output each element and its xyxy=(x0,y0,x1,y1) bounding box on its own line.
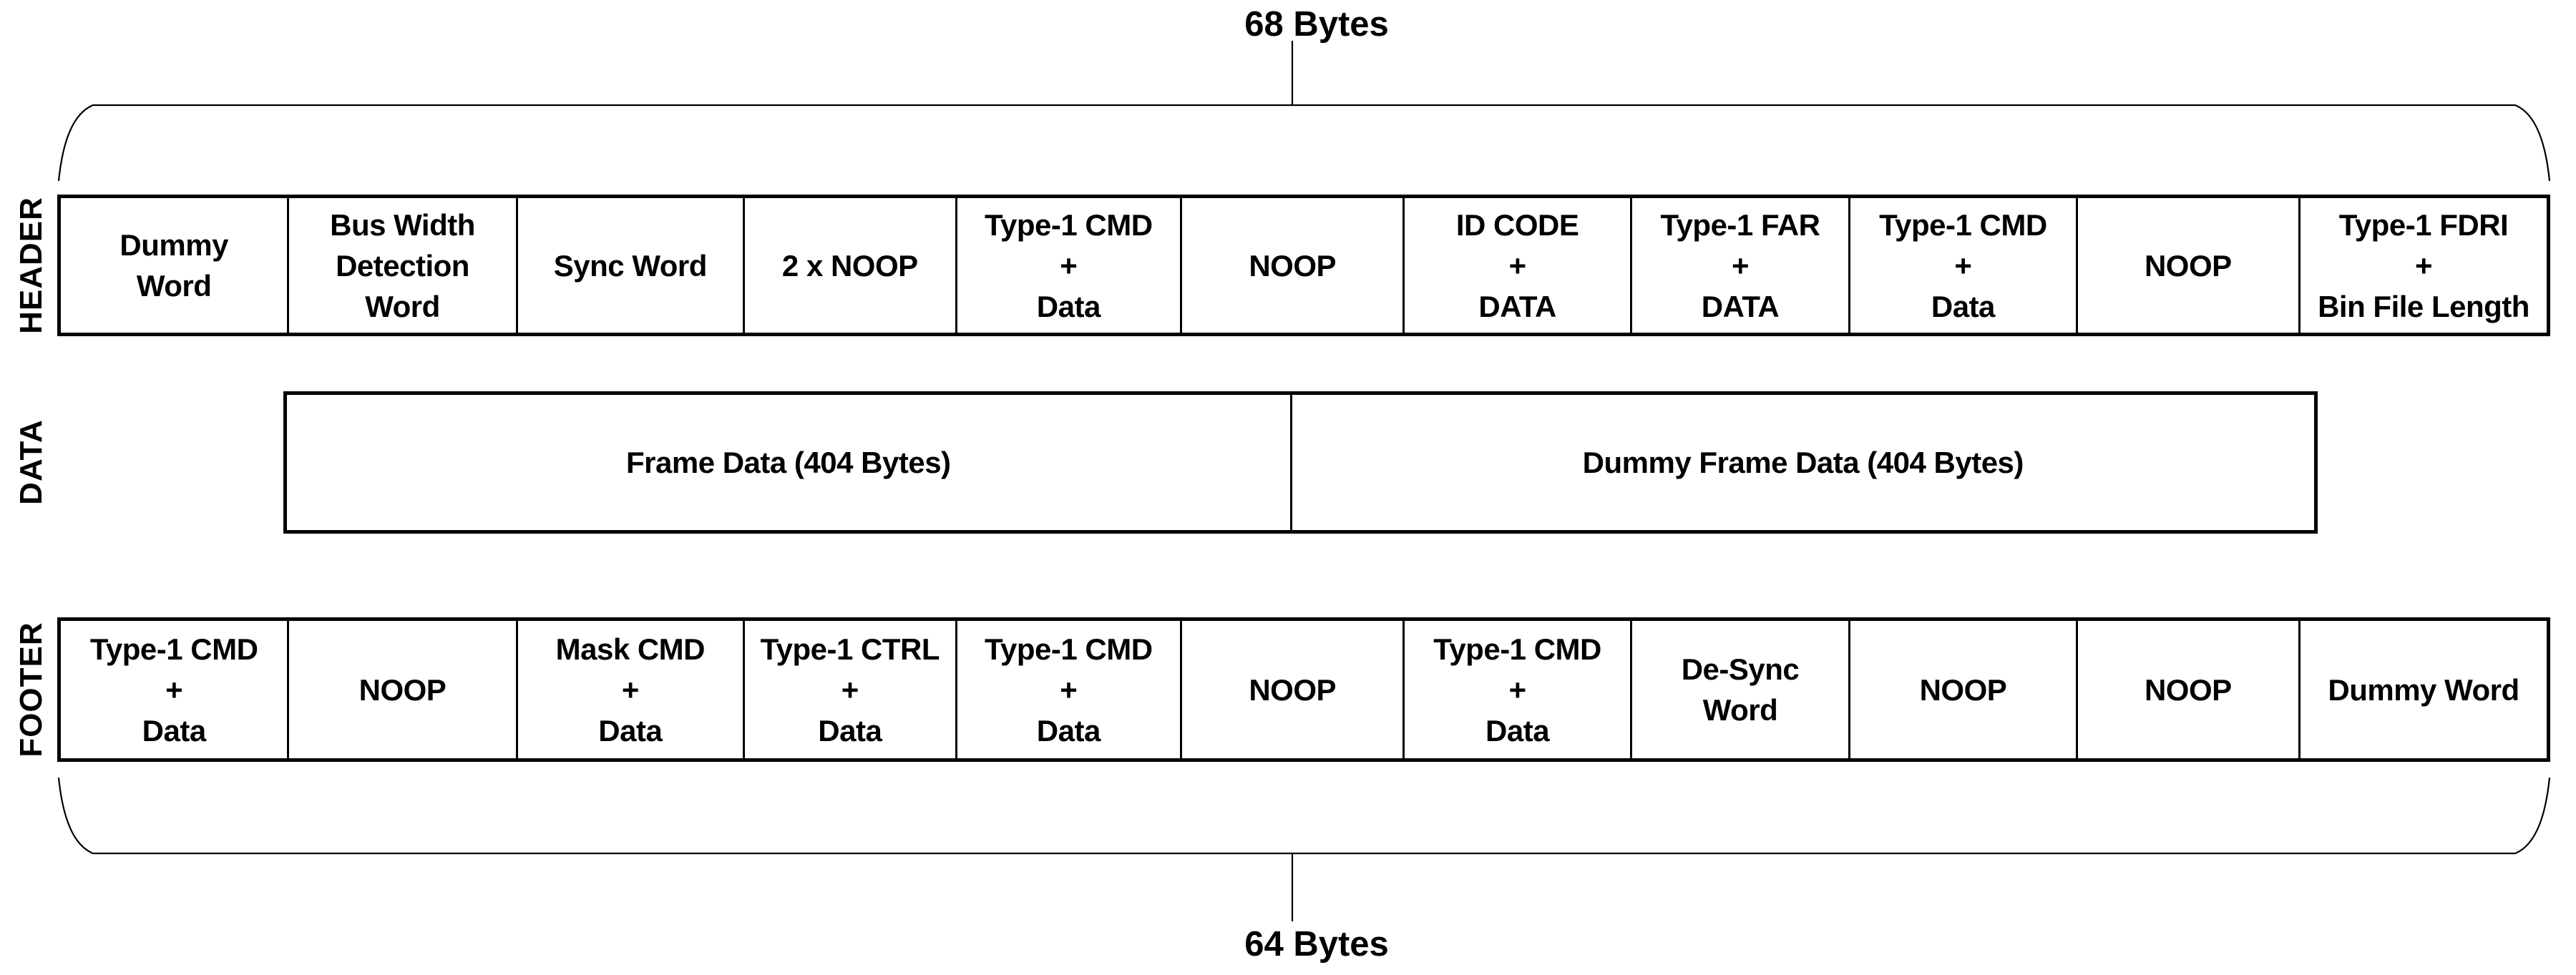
cell-text: + xyxy=(1508,248,1527,283)
cell-text: Bus Width xyxy=(330,207,475,242)
cell-text: De-Sync xyxy=(1681,652,1800,686)
cell-text: Data xyxy=(1036,289,1101,323)
cell-text: Word xyxy=(365,289,440,323)
cell-text: Dummy xyxy=(119,228,228,262)
cell-text: + xyxy=(621,672,640,707)
cell-text: + xyxy=(1060,672,1078,707)
cell-text: DATA xyxy=(1701,289,1780,323)
cell-text: Data xyxy=(1036,713,1101,748)
header-cell: NOOP xyxy=(2075,198,2298,333)
cell-text: Mask CMD xyxy=(555,632,706,666)
header-cell: Type-1 CMD + Data xyxy=(1848,198,2075,333)
footer-cell: Type-1 CMD + Data xyxy=(955,621,1180,758)
footer-cell: Type-1 CTRL + Data xyxy=(743,621,955,758)
cell-text: Type-1 CMD xyxy=(1879,207,2047,242)
header-cell: Sync Word xyxy=(515,198,743,333)
header-cell: 2 x NOOP xyxy=(743,198,955,333)
footer-cell: NOOP xyxy=(287,621,515,758)
cell-text: Data xyxy=(142,713,207,748)
cell-text: Type-1 CMD xyxy=(1433,632,1601,666)
cell-text: + xyxy=(841,672,859,707)
cell-text: Type-1 FAR xyxy=(1660,207,1820,242)
cell-text: NOOP xyxy=(1919,672,2007,707)
cell-text: DATA xyxy=(1478,289,1556,323)
footer-cell: NOOP xyxy=(1179,621,1402,758)
cell-text: + xyxy=(1060,248,1078,283)
cell-text: ID CODE xyxy=(1455,207,1579,242)
cell-text: Bin File Length xyxy=(2318,289,2529,323)
cell-text: Type-1 CMD xyxy=(89,632,258,666)
cell-text: Sync Word xyxy=(553,248,708,283)
footer-cell: Type-1 CMD + Data xyxy=(61,621,287,758)
cell-text: NOOP xyxy=(1249,248,1337,283)
cell-text: + xyxy=(1954,248,1972,283)
footer-cell: Type-1 CMD + Data xyxy=(1402,621,1629,758)
cell-text: Type-1 CTRL xyxy=(760,632,940,666)
header-row-label: HEADER xyxy=(14,197,49,334)
cell-text: + xyxy=(2414,248,2433,283)
footer-cell: NOOP xyxy=(2075,621,2298,758)
cell-text: + xyxy=(1508,672,1527,707)
cell-text: Dummy Word xyxy=(2328,672,2519,707)
top-brace xyxy=(57,104,2551,182)
top-bytes-label: 68 Bytes xyxy=(1244,5,1389,44)
footer-row-label: FOOTER xyxy=(14,622,49,758)
data-row-table: Frame Data (404 Bytes) Dummy Frame Data (… xyxy=(283,391,2318,534)
cell-text: Frame Data (404 Bytes) xyxy=(626,446,951,479)
cell-text: + xyxy=(1731,248,1750,283)
header-cell: Type-1 FDRI + Bin File Length xyxy=(2298,198,2547,333)
bottom-bytes-label: 64 Bytes xyxy=(1244,925,1389,964)
footer-cell: NOOP xyxy=(1848,621,2075,758)
footer-cell: Dummy Word xyxy=(2298,621,2547,758)
cell-text: Word xyxy=(1702,693,1778,727)
bottom-brace xyxy=(57,777,2551,855)
cell-text: Data xyxy=(1931,289,1996,323)
cell-text: Detection xyxy=(336,248,469,283)
cell-text: NOOP xyxy=(2144,248,2232,283)
cell-text: Type-1 FDRI xyxy=(2338,207,2509,242)
cell-text: NOOP xyxy=(1249,672,1337,707)
cell-text: NOOP xyxy=(358,672,447,707)
cell-text: Word xyxy=(136,269,212,303)
header-cell: Type-1 CMD + Data xyxy=(955,198,1180,333)
cell-text: Dummy Frame Data (404 Bytes) xyxy=(1582,446,2024,479)
header-cell: NOOP xyxy=(1179,198,1402,333)
cell-text: + xyxy=(165,672,183,707)
cell-text: Data xyxy=(1485,713,1550,748)
cell-text: 2 x NOOP xyxy=(781,248,918,283)
cell-text: Type-1 CMD xyxy=(985,207,1153,242)
header-cell: Type-1 FAR + DATA xyxy=(1629,198,1848,333)
cell-text: Type-1 CMD xyxy=(985,632,1153,666)
cell-text: NOOP xyxy=(2144,672,2232,707)
cell-text: Data xyxy=(818,713,882,748)
cell-text: Data xyxy=(598,713,663,748)
footer-cell: Mask CMD + Data xyxy=(515,621,743,758)
data-row-label: DATA xyxy=(14,419,49,505)
header-cell: ID CODE + DATA xyxy=(1402,198,1629,333)
data-cell: Dummy Frame Data (404 Bytes) xyxy=(1289,395,2314,530)
data-cell: Frame Data (404 Bytes) xyxy=(287,395,1290,530)
